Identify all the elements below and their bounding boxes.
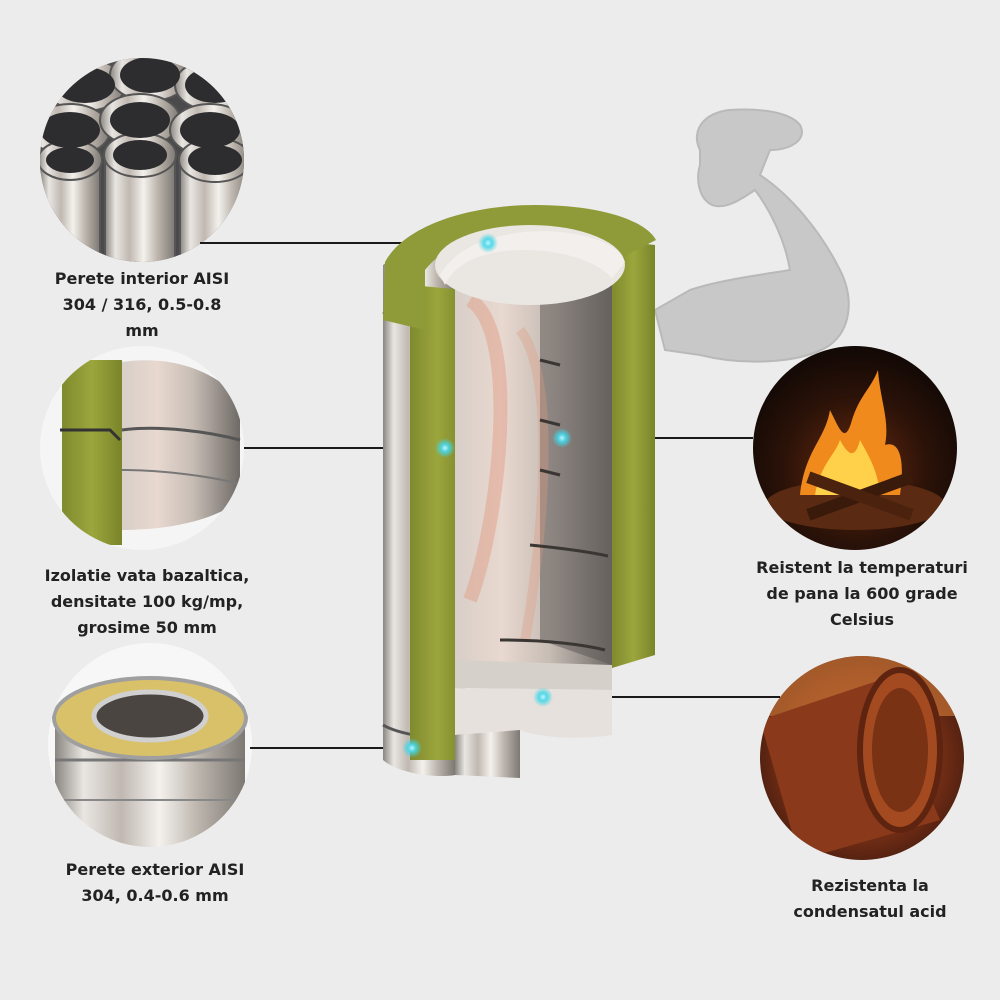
caption-inner-wall: Perete interior AISI 304 / 316, 0.5-0.8 … <box>32 266 252 344</box>
caption-line: Perete interior AISI <box>54 269 230 288</box>
insulation-photo <box>40 346 244 550</box>
caption-line: 304 / 316, 0.5-0.8 <box>62 295 222 314</box>
rust-photo <box>760 656 964 860</box>
caption-line: Rezistenta la <box>811 876 929 895</box>
caption-line: Perete exterior AISI <box>65 860 245 879</box>
caption-acid: Rezistenta la condensatul acid <box>760 873 980 925</box>
caption-line: 304, 0.4-0.6 mm <box>81 886 229 905</box>
fire-photo <box>753 346 957 550</box>
strong-arm-icon <box>653 108 850 363</box>
caption-line: grosime 50 mm <box>77 618 217 637</box>
markers <box>402 233 572 758</box>
inner-wall-photo <box>40 58 244 262</box>
caption-line: Izolatie vata bazaltica, <box>44 566 250 585</box>
marker-acid <box>533 687 553 707</box>
marker-heat <box>552 428 572 448</box>
caption-line: Celsius <box>830 610 894 629</box>
marker-inner-wall <box>478 233 498 253</box>
caption-insulation: Izolatie vata bazaltica, densitate 100 k… <box>22 563 272 641</box>
caption-outer-wall: Perete exterior AISI 304, 0.4-0.6 mm <box>45 857 265 909</box>
caption-heat: Reistent la temperaturi de pana la 600 g… <box>737 555 987 633</box>
caption-line: densitate 100 kg/mp, <box>50 592 244 611</box>
caption-line: mm <box>125 321 159 340</box>
marker-insulation <box>435 438 455 458</box>
caption-line: condensatul acid <box>793 902 947 921</box>
chimney-cutaway <box>382 205 656 778</box>
outer-wall-photo <box>48 643 252 847</box>
marker-outer-wall <box>402 738 422 758</box>
caption-line: de pana la 600 grade <box>766 584 958 603</box>
caption-line: Reistent la temperaturi <box>756 558 968 577</box>
